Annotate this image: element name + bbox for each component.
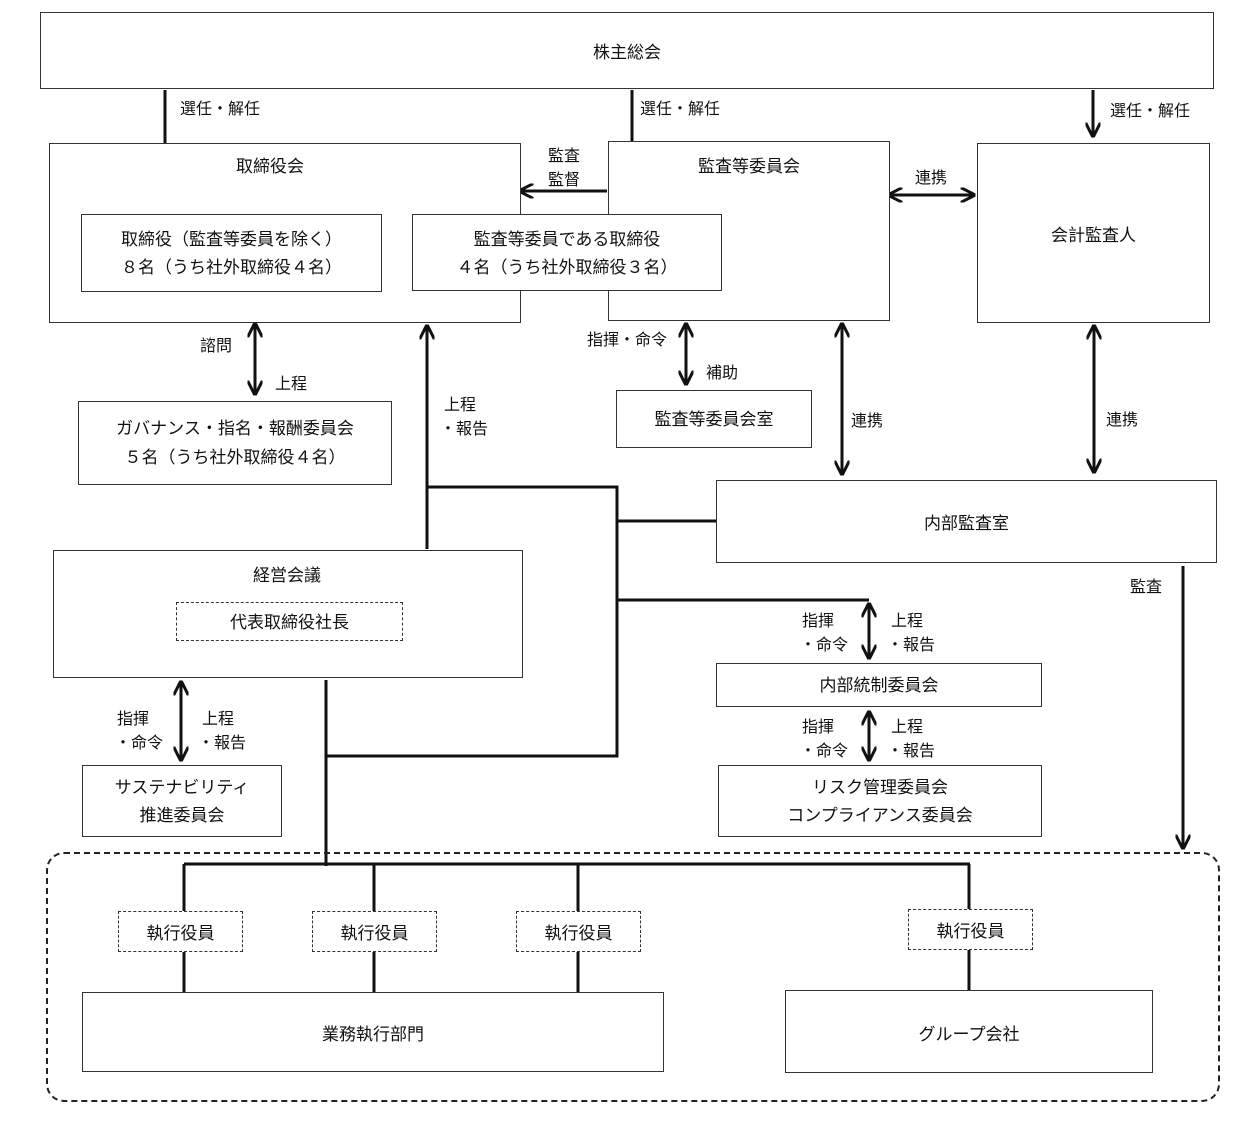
group-companies-box: グループ会社 <box>785 990 1153 1073</box>
accounting-auditor-box: 会計監査人 <box>977 143 1210 323</box>
business-divisions-label: 業務執行部門 <box>322 1025 424 1045</box>
label-report-risk-2: ・報告 <box>887 741 936 760</box>
risk-committee-line1: リスク管理委員会 <box>812 778 948 798</box>
label-command-ic-1: 指揮 <box>802 611 835 630</box>
management-meeting-label: 経営会議 <box>253 566 321 586</box>
label-elect-dismiss-1: 選任・解任 <box>180 99 261 118</box>
label-elect-dismiss-2: 選任・解任 <box>640 99 721 118</box>
audit-directors-line2: ４名（うち社外取締役３名） <box>456 258 678 278</box>
executive-officer-1-label: 執行役員 <box>146 924 215 944</box>
label-elect-dismiss-3: 選任・解任 <box>1110 101 1191 120</box>
label-cooperation-right: 連携 <box>1106 410 1139 429</box>
label-command-risk-2: ・命令 <box>800 741 849 760</box>
sustainability-box: サステナビリティ 推進委員会 <box>82 765 282 837</box>
audit-office-box: 監査等委員会室 <box>616 390 812 448</box>
label-command-full: 指揮・命令 <box>587 330 668 349</box>
label-assist: 補助 <box>706 363 739 382</box>
risk-committee-line2: コンプライアンス委員会 <box>787 806 973 826</box>
business-divisions-box: 業務執行部門 <box>82 992 664 1072</box>
label-report-ic-1: 上程 <box>891 611 924 630</box>
label-report-governance: 上程 <box>275 374 308 393</box>
label-report-board: 上程 <box>444 395 477 414</box>
executive-officer-2-label: 執行役員 <box>340 924 409 944</box>
internal-control-label: 内部統制委員会 <box>819 676 939 696</box>
label-consult: 諮問 <box>200 336 233 355</box>
governance-committee-line1: ガバナンス・指名・報酬委員会 <box>116 419 354 439</box>
label-report-sus-2: ・報告 <box>198 733 247 752</box>
label-supervise: 監督 <box>548 170 581 189</box>
audit-directors-line1: 監査等委員である取締役 <box>473 230 661 250</box>
executive-officer-1: 執行役員 <box>118 911 243 952</box>
label-report-board-2: ・報告 <box>440 419 489 438</box>
label-report-ic-2: ・報告 <box>887 635 936 654</box>
executive-officer-4-label: 執行役員 <box>936 922 1005 942</box>
management-meeting-box: 経営会議 代表取締役社長 <box>53 550 523 678</box>
directors-line2: ８名（うち社外取締役４名） <box>121 258 342 278</box>
internal-audit-label: 内部監査室 <box>924 514 1009 534</box>
shareholders-meeting-box: 株主総会 <box>40 12 1214 89</box>
internal-control-box: 内部統制委員会 <box>716 663 1042 707</box>
audit-office-label: 監査等委員会室 <box>654 410 774 430</box>
executive-officer-2: 執行役員 <box>312 911 437 952</box>
group-companies-label: グループ会社 <box>918 1025 1020 1045</box>
audit-committee-label: 監査等委員会 <box>698 157 800 177</box>
label-command-ic-2: ・命令 <box>800 635 849 654</box>
board-label: 取締役会 <box>236 157 304 177</box>
label-cooperation-top: 連携 <box>915 168 948 187</box>
governance-committee-box: ガバナンス・指名・報酬委員会 ５名（うち社外取締役４名） <box>78 401 392 485</box>
label-command-sus-2: ・命令 <box>115 733 164 752</box>
directors-line1: 取締役（監査等委員を除く） <box>121 230 342 250</box>
internal-audit-box: 内部監査室 <box>716 480 1217 563</box>
label-command-risk-1: 指揮 <box>802 717 835 736</box>
accounting-auditor-label: 会計監査人 <box>1051 226 1136 246</box>
label-cooperation-mid: 連携 <box>851 411 884 430</box>
risk-committee-box: リスク管理委員会 コンプライアンス委員会 <box>718 765 1042 837</box>
president-box: 代表取締役社長 <box>176 602 403 641</box>
label-report-risk-1: 上程 <box>891 717 924 736</box>
president-label: 代表取締役社長 <box>230 613 349 633</box>
governance-committee-line2: ５名（うち社外取締役４名） <box>124 448 346 468</box>
label-report-sus-1: 上程 <box>202 709 235 728</box>
executive-officer-3: 執行役員 <box>516 911 641 952</box>
executive-officer-3-label: 執行役員 <box>544 924 613 944</box>
spine-top <box>326 485 619 758</box>
execution-group-frame <box>46 852 1220 1102</box>
sustainability-line1: サステナビリティ <box>114 778 250 798</box>
executive-officer-4: 執行役員 <box>908 909 1033 950</box>
label-command-sus-1: 指揮 <box>117 709 150 728</box>
sustainability-line2: 推進委員会 <box>139 806 225 826</box>
directors-box: 取締役（監査等委員を除く） ８名（うち社外取締役４名） <box>81 214 382 292</box>
label-audit: 監査 <box>548 146 581 165</box>
shareholders-meeting-label: 株主総会 <box>593 43 661 63</box>
audit-directors-box: 監査等委員である取締役 ４名（うち社外取締役３名） <box>412 214 722 291</box>
label-audit-internal: 監査 <box>1130 577 1163 596</box>
